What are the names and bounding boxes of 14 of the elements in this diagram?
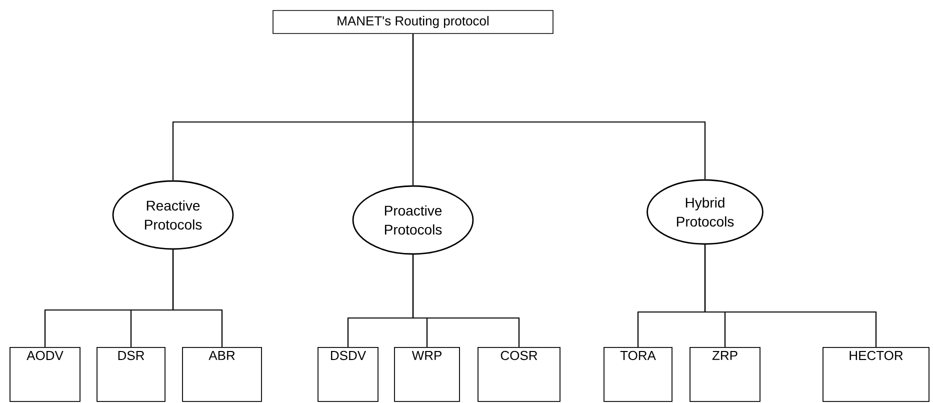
protocol-box: ZRP [690, 347, 760, 402]
connector-line [172, 250, 223, 347]
protocol-box: COSR [478, 347, 560, 402]
protocol-box: TORA [604, 347, 672, 402]
connector-line [704, 244, 877, 347]
protocol-box: AODV [10, 347, 80, 402]
protocol-box: HECTOR [822, 347, 930, 402]
title-box: MANET's Routing protocol [272, 10, 554, 34]
connector-line [412, 254, 520, 347]
protocol-box: ABR [182, 347, 262, 402]
protocol-box: WRP [394, 347, 460, 402]
protocol-box: DSDV [318, 347, 378, 402]
connector-line [412, 34, 706, 180]
protocol-box: DSR [96, 347, 166, 402]
